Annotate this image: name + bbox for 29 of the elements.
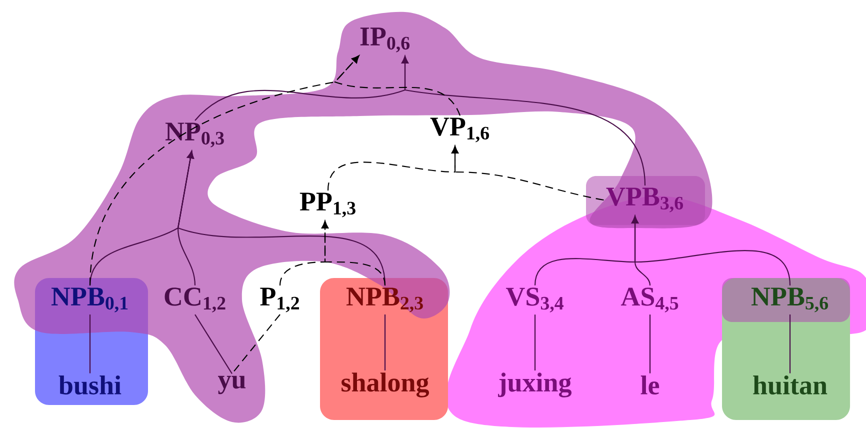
category-label: NP$_{0,3}$ xyxy=(165,122,224,148)
category-label: NPB$_{0,1}$ xyxy=(51,288,128,312)
category-label: VP$_{1,6}$ xyxy=(430,118,489,142)
arrow xyxy=(322,220,386,286)
category-label: VPB$_{3,6}$ xyxy=(606,188,684,212)
word-label: bushi xyxy=(58,375,122,395)
category-label: NPB$_{2,3}$ xyxy=(346,288,423,312)
word-label: juxing xyxy=(498,372,572,398)
connector-line xyxy=(194,314,232,374)
word-label: shalong xyxy=(342,372,429,398)
word-label: le xyxy=(640,376,660,394)
connector-line xyxy=(89,314,91,374)
category-label: VS$_{3,4}$ xyxy=(506,288,564,312)
connector-line xyxy=(384,314,386,370)
connector-line xyxy=(649,314,651,374)
connector-line xyxy=(232,314,280,374)
word-label: huitan xyxy=(753,375,828,395)
arrow xyxy=(402,56,646,186)
category-label: IP$_{0,6}$ xyxy=(360,28,410,52)
connector-line xyxy=(534,314,536,370)
word-label: yu xyxy=(218,376,246,394)
connector-line xyxy=(789,314,791,374)
arrow xyxy=(452,146,604,201)
arrow xyxy=(334,55,460,116)
category-label: AS$_{4,5}$ xyxy=(620,288,678,312)
category-label: NPB$_{5,6}$ xyxy=(751,288,828,312)
category-label: P$_{1,2}$ xyxy=(260,288,299,312)
category-label: CC$_{1,2}$ xyxy=(164,288,226,312)
category-label: PP$_{1,3}$ xyxy=(300,192,356,218)
